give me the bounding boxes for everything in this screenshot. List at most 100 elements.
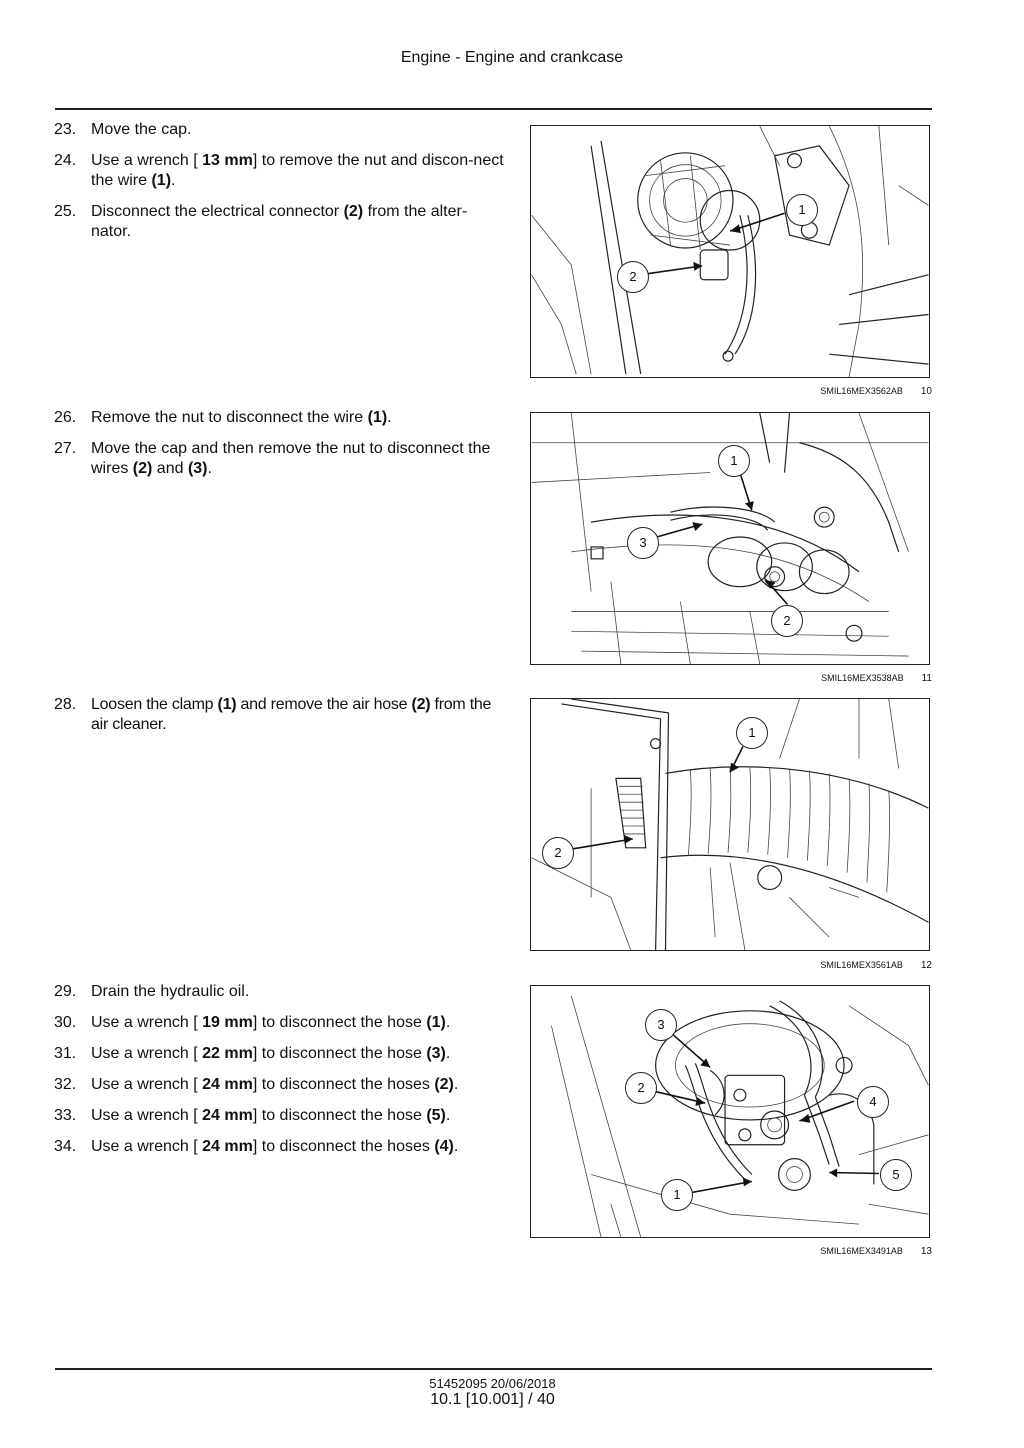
step-text-run: ] to disconnect the hose bbox=[252, 1014, 427, 1031]
callout-1: 1 bbox=[786, 194, 818, 226]
step-text-run: from the alter-nator. bbox=[91, 203, 468, 240]
step-text-bold: 22 mm bbox=[202, 1045, 253, 1062]
callout-4: 4 bbox=[857, 1086, 889, 1118]
step-text-run: Use a wrench [ bbox=[91, 152, 203, 169]
figure-alternator-illustration: 1 2 bbox=[530, 125, 930, 378]
step-number: 24. bbox=[54, 152, 77, 169]
figure-hydraulic-hoses-illustration: 1 1 2 3 4 5 bbox=[530, 985, 930, 1238]
step-number: 25. bbox=[54, 203, 77, 220]
step-text-bold: 13 mm bbox=[202, 152, 253, 169]
step-text-bold: 19 mm bbox=[202, 1014, 253, 1031]
step-text-bold: (4) bbox=[434, 1138, 454, 1155]
step-text-bold: (1) bbox=[217, 696, 237, 713]
step-25: 25. Disconnect the electrical connector (… bbox=[54, 202, 504, 242]
step-number: 29. bbox=[54, 983, 77, 1000]
alternator-drawing bbox=[531, 126, 929, 377]
hydraulic-hoses-drawing bbox=[551, 995, 929, 1237]
step-text-run: ] to disconnect the hose bbox=[252, 1107, 427, 1124]
steps-list-2: 26.Remove the nut to disconnect the wire… bbox=[54, 408, 504, 490]
step-text: Loosen the clamp (1) and remove the air … bbox=[91, 695, 504, 735]
step-text-run: Use a wrench [ bbox=[91, 1045, 203, 1062]
step-text-bold: (2) bbox=[411, 696, 431, 713]
step-26: 26.Remove the nut to disconnect the wire… bbox=[54, 408, 504, 428]
step-text-bold: (2) bbox=[343, 203, 364, 220]
step-text-run: and remove the air hose bbox=[236, 696, 412, 713]
step-29: 29. Drain the hydraulic oil. bbox=[54, 982, 504, 1002]
step-text-bold: (3) bbox=[187, 460, 208, 477]
step-text-bold: (2) bbox=[132, 460, 153, 477]
figure-code: SMIL16MEX3538AB bbox=[821, 673, 904, 683]
air-hose-drawing bbox=[531, 699, 929, 950]
starter-drawing bbox=[531, 413, 929, 664]
figure-number: 12 bbox=[920, 960, 932, 971]
figure-air-hose-illustration: 1 2 bbox=[530, 698, 930, 951]
callout-1: 1 bbox=[661, 1179, 693, 1211]
step-text-run: Move the cap. bbox=[91, 121, 192, 138]
callout-2: 2 bbox=[542, 837, 574, 869]
step-number: 31. bbox=[54, 1045, 77, 1062]
step-text: Use a wrench [ 24 mm] to disconnect the … bbox=[91, 1137, 504, 1157]
figure-caption-12: SMIL16MEX3561AB 12 bbox=[530, 960, 932, 974]
step-text-run: ] to remove the nut and discon-­nect the… bbox=[91, 152, 504, 189]
step-33: 33. Use a wrench [ 24 mm] to disconnect t… bbox=[54, 1106, 504, 1126]
steps-list-3: 28. Loosen the clamp (1) and remove the a… bbox=[54, 695, 504, 746]
step-text-run: Remove the nut to disconnect the wire bbox=[91, 409, 368, 426]
step-text-run: . bbox=[171, 172, 176, 189]
step-number: 33. bbox=[54, 1107, 77, 1124]
step-text-run: Use a wrench [ bbox=[91, 1138, 203, 1155]
step-text-run: Use a wrench [ bbox=[91, 1076, 203, 1093]
steps-list-4: 29. Drain the hydraulic oil. 30. Use a wre… bbox=[54, 982, 504, 1168]
step-text-run: Disconnect the electrical connector bbox=[91, 203, 344, 220]
step-text-run: . bbox=[445, 1107, 451, 1124]
step-24: 24. Use a wrench [ 13 mm] to remove the n… bbox=[54, 151, 504, 191]
callout-layer bbox=[656, 472, 789, 605]
step-text-run: ] to disconnect the hoses bbox=[252, 1076, 435, 1093]
figure-number: 11 bbox=[921, 673, 932, 684]
step-text-run: . bbox=[453, 1138, 459, 1155]
callout-3: 3 bbox=[645, 1009, 677, 1041]
step-30: 30. Use a wrench [ 19 mm] to disconnect t… bbox=[54, 1013, 504, 1033]
figure-number: 10 bbox=[920, 386, 932, 397]
step-text-bold: (3) bbox=[426, 1045, 446, 1062]
step-text: Remove the nut to disconnect the wire (1… bbox=[91, 408, 504, 428]
callout-layer bbox=[640, 1023, 879, 1194]
step-text: Use a wrench [ 13 mm] to remove the nut … bbox=[91, 151, 504, 191]
figure-code: SMIL16MEX3561AB bbox=[820, 960, 903, 970]
step-text-bold: (2) bbox=[434, 1076, 454, 1093]
step-text-bold: (1) bbox=[151, 172, 172, 189]
step-31: 31. Use a wrench [ 22 mm] to disconnect t… bbox=[54, 1044, 504, 1064]
step-text-run: Use a wrench [ bbox=[91, 1107, 203, 1124]
step-32: 32.Use a wrench [ 24 mm] to disconnect t… bbox=[54, 1075, 504, 1095]
step-text-run: . bbox=[387, 409, 392, 426]
callout-layer bbox=[646, 212, 785, 275]
step-27: 27.Move the cap and then remove the nut … bbox=[54, 439, 504, 479]
figure-code: SMIL16MEX3491AB bbox=[820, 1246, 903, 1256]
step-text: Use a wrench [ 19 mm] to disconnect the … bbox=[91, 1013, 504, 1033]
footer-page-number: 10.1 [10.001] / 40 bbox=[430, 1391, 555, 1408]
step-number: 30. bbox=[54, 1014, 77, 1031]
step-text-run: ] to disconnect the hoses bbox=[252, 1138, 435, 1155]
step-text-run: ] to disconnect the hose bbox=[252, 1045, 427, 1062]
callout-1: 1 bbox=[718, 445, 750, 477]
step-text-bold: 24 mm bbox=[202, 1076, 253, 1093]
step-number: 28. bbox=[54, 696, 77, 713]
callout-1: 1 bbox=[736, 717, 768, 749]
step-text-bold: (1) bbox=[367, 409, 388, 426]
step-text-bold: 24 mm bbox=[202, 1138, 253, 1155]
step-text-bold: (5) bbox=[426, 1107, 446, 1124]
step-text: Move the cap. bbox=[91, 120, 504, 140]
callout-2: 2 bbox=[617, 261, 649, 293]
step-text-run: . bbox=[453, 1076, 459, 1093]
step-text-run: Drain the hydraulic oil. bbox=[91, 983, 250, 1000]
step-28: 28. Loosen the clamp (1) and remove the a… bbox=[54, 695, 504, 735]
steps-list-1: 23.Move the cap. 24.Use a wrench [ 13 mm… bbox=[54, 120, 504, 253]
page-header-title: Engine - Engine and crankcase bbox=[400, 49, 624, 66]
step-text: Drain the hydraulic oil. bbox=[91, 982, 504, 1002]
step-text-run: Use a wrench [ bbox=[91, 1014, 203, 1031]
step-text: Use a wrench [ 22 mm] to disconnect the … bbox=[91, 1044, 504, 1064]
step-text-run: Loosen the clamp bbox=[91, 696, 218, 713]
step-text: Use a wrench [ 24 mm] to disconnect the … bbox=[91, 1106, 504, 1126]
step-text-run: from the air cleaner. bbox=[91, 696, 492, 733]
callout-5: 5 bbox=[880, 1159, 912, 1191]
